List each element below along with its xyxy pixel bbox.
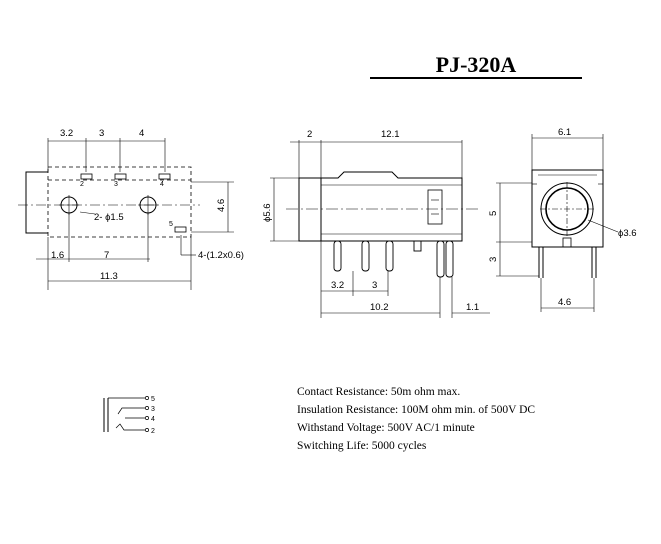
side-pin-2 xyxy=(361,240,370,272)
dim-4-6-end: 4.6 xyxy=(558,297,571,308)
pad-2 xyxy=(80,173,93,180)
dim-1-6: 1.6 xyxy=(51,250,64,261)
dim-5: 5 xyxy=(488,211,499,216)
end-view xyxy=(496,134,619,312)
front-view xyxy=(18,138,234,290)
side-pin-3 xyxy=(385,240,394,272)
pad-callout: 4-(1.2x0.6) xyxy=(198,250,244,261)
dim-10-2: 10.2 xyxy=(370,302,389,313)
front-view-labels: 3.2 3 4 4.6 2- ϕ1.5 4-(1.2x0.6) 1.6 7 11… xyxy=(51,128,244,282)
dim-4: 4 xyxy=(139,128,144,139)
pad-4 xyxy=(158,173,171,180)
spec-switching-life: Switching Life: 5000 cycles xyxy=(297,440,427,452)
side-pin-6 xyxy=(445,240,454,278)
pad-3 xyxy=(114,173,127,180)
schematic-pin-2: 2 xyxy=(151,428,155,435)
pad-5 xyxy=(174,226,187,233)
dim-6-1: 6.1 xyxy=(558,127,571,138)
pin-label-3: 3 xyxy=(114,181,118,188)
dim-2: 2 xyxy=(307,129,312,140)
front-left-tab xyxy=(25,171,48,234)
dim-7: 7 xyxy=(104,250,109,261)
dim-3-2-side: 3.2 xyxy=(331,280,344,291)
pin-label-5: 5 xyxy=(169,221,173,228)
pin-schematic-labels: 5 3 4 2 xyxy=(151,396,155,435)
spec-contact-resistance: Contact Resistance: 50m ohm max. xyxy=(297,386,461,398)
dim-1-1: 1.1 xyxy=(466,302,479,313)
front-body-outline xyxy=(47,166,192,238)
dim-12-1: 12.1 xyxy=(381,129,400,140)
pin-label-2: 2 xyxy=(80,181,84,188)
side-pin-4 xyxy=(413,240,422,252)
dim-11-3: 11.3 xyxy=(100,271,118,282)
side-pin-5 xyxy=(436,240,445,278)
side-pin-1 xyxy=(333,240,342,272)
side-view-labels: 2 12.1 ϕ5.6 3.2 3 10.2 1.1 xyxy=(262,129,479,313)
spec-withstand-voltage: Withstand Voltage: 500V AC/1 minute xyxy=(297,422,475,434)
schematic-pin-3: 3 xyxy=(151,406,155,413)
schematic-pin-5: 5 xyxy=(151,396,155,403)
side-body xyxy=(321,171,463,242)
dim-phi-3-6: ϕ3.6 xyxy=(618,228,637,239)
side-view xyxy=(270,140,490,318)
dim-3: 3 xyxy=(99,128,104,139)
spec-insulation-resistance: Insulation Resistance: 100M ohm min. of … xyxy=(297,404,536,416)
dim-3-end: 3 xyxy=(488,257,499,262)
title-underline xyxy=(370,77,582,79)
dim-3-2: 3.2 xyxy=(60,128,73,139)
pin-label-4: 4 xyxy=(160,181,164,188)
dim-3-side: 3 xyxy=(372,280,377,291)
side-nose xyxy=(298,177,322,242)
pin-schematic xyxy=(103,396,149,432)
hole-callout: 2- ϕ1.5 xyxy=(94,212,124,223)
switch-window xyxy=(427,189,443,225)
part-title: PJ-320A xyxy=(435,52,517,77)
end-view-labels: 6.1 5 3 ϕ3.6 4.6 xyxy=(488,127,637,308)
dim-phi-5-6: ϕ5.6 xyxy=(262,203,273,222)
dim-4-6: 4.6 xyxy=(216,199,227,212)
schematic-pin-4: 4 xyxy=(151,416,155,423)
